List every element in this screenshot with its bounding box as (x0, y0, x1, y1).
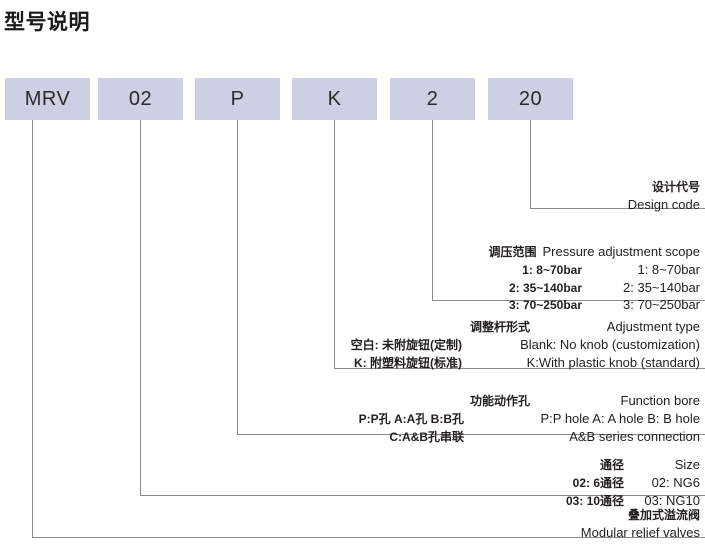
annotation-pressure-row-0-en: 1: 8~70bar (637, 261, 700, 277)
annotation-adjust-row-0-cn: 空白: 未附旋钮(定制) (350, 337, 462, 352)
annotation-size-row-1-cn: 03: 10通径 (565, 493, 624, 508)
annotation-adjust-title-cn: 调整杆形式 (469, 320, 530, 334)
annotation-pressure-row-2-cn: 3: 70~250bar (508, 298, 582, 313)
annotation-design-code-title-en: Design code (627, 196, 700, 212)
annotation-pressure-title-en: Pressure adjustment scope (542, 244, 700, 259)
annotation-pressure-row-0-cn: 1: 8~70bar (522, 262, 582, 277)
annotation-adjust-row-1-en: K:With plastic knob (standard) (526, 354, 700, 370)
annotation-bore-row-1-en: A&B series connection (569, 428, 700, 444)
annotation-pressure-row-1-cn: 2: 35~140bar (508, 280, 582, 295)
annotation-size-row-0-en: 02: NG6 (651, 474, 700, 490)
annotation-pressure-row-1-en: 2: 35~140bar (623, 279, 700, 295)
annotation-pressure-row-2-en: 3: 70~250bar (623, 297, 700, 313)
annotation-design-code-title-cn: 设计代号 (651, 180, 700, 194)
annotation-size-row-0-cn: 02: 6通径 (572, 475, 624, 490)
annotation-size: 通径 Size 02: 6通径 02: NG6 03: 10通径 03: NG1… (520, 456, 700, 509)
annotation-bore-title-cn: 功能动作孔 (469, 394, 530, 408)
annotation-size-row-1-en: 03: NG10 (644, 492, 700, 508)
annotation-size-title-en: Size (674, 457, 700, 472)
annotation-adjustment-type: 调整杆形式 Adjustment type 空白: 未附旋钮(定制) Blank… (312, 318, 700, 371)
annotation-series-title-en: Modular relief valves (580, 524, 700, 540)
model-code-row: MRV 02 P K 2 20 (0, 78, 705, 120)
code-box-adjustment-type[interactable]: K (292, 78, 377, 120)
code-box-series[interactable]: MRV (5, 78, 90, 120)
annotation-pressure-title-cn: 调压范围 (488, 245, 537, 259)
annotation-pressure-scope: 调压范围 Pressure adjustment scope 1: 8~70ba… (412, 243, 700, 314)
annotation-size-title-cn: 通径 (599, 458, 624, 472)
code-box-size[interactable]: 02 (98, 78, 183, 120)
code-box-design-code[interactable]: 20 (488, 78, 573, 120)
annotation-bore-row-0-cn: P:P孔 A:A孔 B:B孔 (358, 411, 464, 426)
annotation-series: 叠加式溢流阀 Modular relief valves (581, 508, 700, 541)
code-box-function-bore[interactable]: P (195, 78, 280, 120)
annotation-design-code: 设计代号 Design code (628, 180, 700, 213)
annotation-adjust-row-1-cn: K: 附塑料旋钮(标准) (354, 355, 462, 370)
page-title: 型号说明 (4, 11, 90, 34)
annotation-bore-title-en: Function bore (620, 393, 701, 408)
annotation-bore-row-0-en: P:P hole A: A hole B: B hole (540, 410, 701, 426)
annotation-series-title-cn: 叠加式溢流阀 (627, 508, 700, 522)
annotation-function-bore: 功能动作孔 Function bore P:P孔 A:A孔 B:B孔 P:P h… (292, 392, 700, 445)
annotation-adjust-row-0-en: Blank: No knob (customization) (520, 336, 700, 352)
annotation-bore-row-1-cn: C:A&B孔串联 (389, 429, 464, 444)
code-box-pressure-scope[interactable]: 2 (390, 78, 475, 120)
annotation-adjust-title-en: Adjustment type (606, 319, 700, 334)
